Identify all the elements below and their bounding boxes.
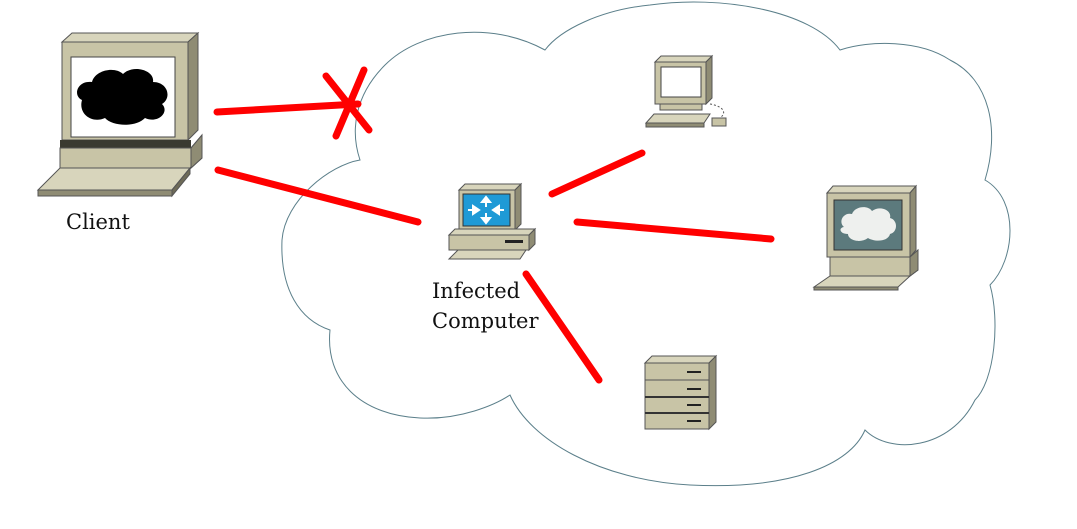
client-computer-icon <box>36 31 203 198</box>
workstation-icon <box>644 54 727 128</box>
infected-computer-label-line2: Computer <box>432 309 539 333</box>
connections <box>213 100 775 384</box>
infected-computer-label-line1: Infected <box>432 279 521 303</box>
connection-client-infected <box>214 166 422 226</box>
router-computer-icon <box>447 182 537 260</box>
connection-infected-workstation <box>548 149 646 198</box>
pc-icon <box>812 184 919 291</box>
blocked-x-icon <box>322 66 373 140</box>
connection-client-blocked <box>213 100 362 116</box>
connection-infected-pc <box>573 218 775 243</box>
network-cloud <box>281 1 1011 487</box>
client-label: Client <box>66 210 130 234</box>
connection-infected-server <box>522 270 603 384</box>
server-icon <box>643 354 718 431</box>
